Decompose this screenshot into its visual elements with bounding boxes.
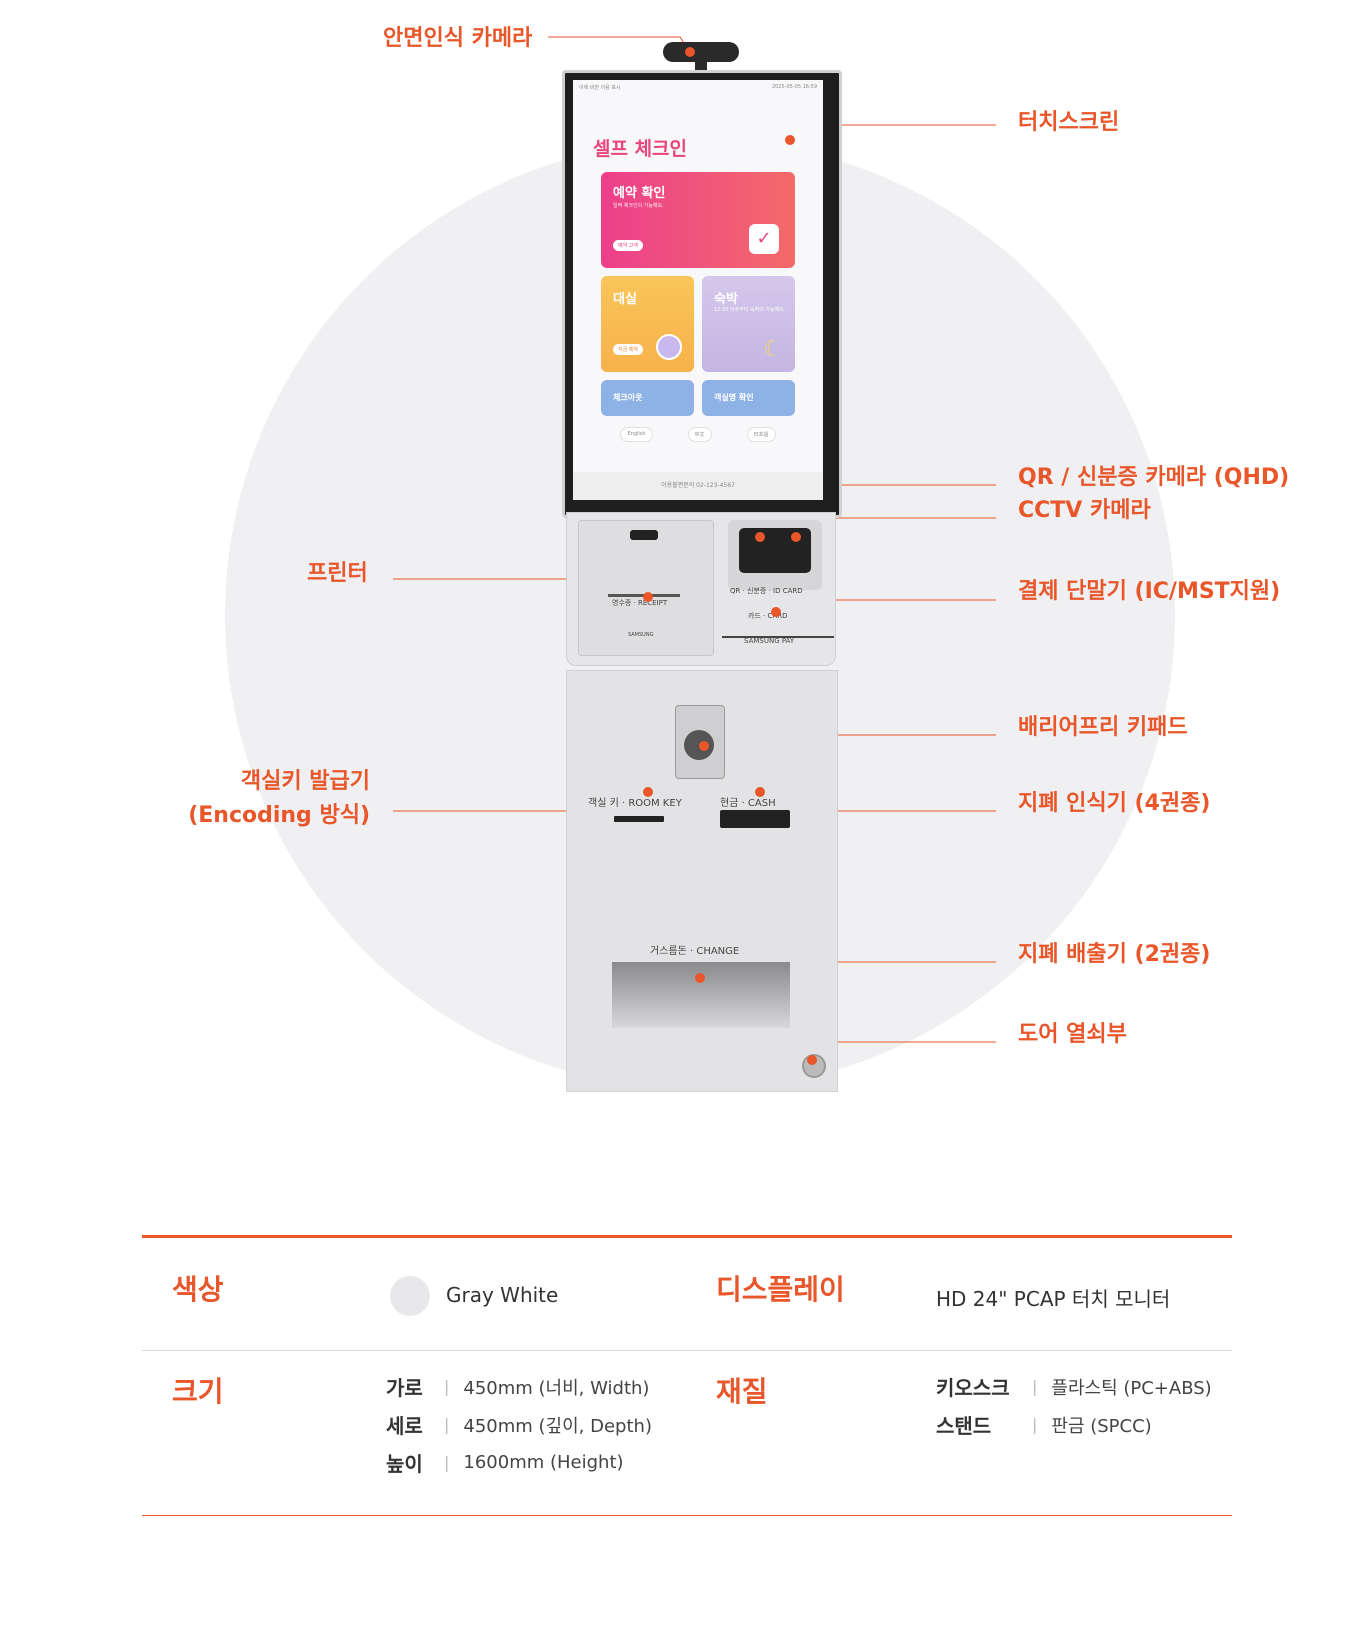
size-value-depth: 450mm (깊이, Depth) [463,1415,652,1437]
spec-color-value: Gray White [446,1283,559,1307]
separator: | [444,1377,450,1396]
printer-logo [630,530,658,540]
receipt-label: 영수증 · RECEIPT [612,599,668,607]
reservation-title: 예약 확인 [613,186,666,201]
calendar-check-icon: ✓ [749,224,779,254]
reservation-card[interactable]: 예약 확인 일짝 체크인이 가능해요. 예약 고객 ✓ [601,172,795,268]
spec-material-row: 키오스크 | 플라스틱 (PC+ABS) [936,1372,1212,1401]
change-tray [612,962,790,1028]
size-key-width: 가로 [386,1376,423,1400]
spec-size-row: 세로 | 450mm (깊이, Depth) [386,1410,652,1439]
callout-qr-camera: QR / 신분증 카메라 (QHD) [1018,465,1290,490]
reservation-button[interactable]: 예약 고객 [613,240,643,251]
callout-printer: 프린터 [307,561,368,586]
change-label: 거스름돈 · CHANGE [650,946,740,957]
camera-mount [695,60,707,72]
material-key-stand: 스탠드 [936,1414,992,1438]
spec-size-label: 크기 [172,1375,224,1408]
dot-room-key [643,787,653,797]
lang-chinese[interactable]: 中文 [687,427,712,442]
size-key-depth: 세로 [386,1414,423,1438]
lang-english[interactable]: English [620,427,653,442]
screen-clock: 2025-05-05 16:59 [771,84,817,90]
face-camera [663,42,739,62]
spec-display-label: 디스플레이 [716,1273,845,1306]
cash-slot [720,810,790,828]
dot-cctv [791,532,801,542]
callout-bill-acceptor: 지폐 인식기 (4권종) [1018,791,1211,816]
room-key-label: 객실 키 · ROOM KEY [588,798,682,809]
dot-printer [643,592,653,602]
checkout-label: 체크아웃 [613,393,643,402]
rental-button[interactable]: 지금 예약 [613,344,643,355]
separator: | [1032,1377,1038,1396]
screen-status-left: 이에 비한 이용 표시 [579,85,621,91]
material-key-kiosk: 키오스크 [936,1376,1010,1400]
screen-title: 셀프 체크인 [593,138,688,160]
payment-divider [722,636,834,638]
spec-color-label: 색상 [172,1273,224,1306]
samsung-pay-label: SAMSUNG PAY [744,637,795,645]
touchscreen: 이에 비한 이용 표시 2025-05-05 16:59 셀프 체크인 예약 확… [573,80,823,500]
stay-sub: 12:30 이후부터 숙박이 가능해요. [714,307,786,313]
reservation-sub: 일짝 체크인이 가능해요. [613,203,664,209]
spec-size-row: 가로 | 450mm (너비, Width) [386,1372,649,1401]
timer-icon [656,334,682,360]
spec-material-row: 스탠드 | 판금 (SPCC) [936,1410,1152,1439]
room-check-label: 객실명 확인 [714,393,754,402]
callout-bill-dispenser: 지폐 배출기 (2권종) [1018,942,1211,967]
callout-touchscreen: 터치스크린 [1018,110,1120,135]
separator: | [444,1453,450,1472]
callout-keypad: 배리어프리 키패드 [1018,715,1188,740]
dot-face-camera [685,47,695,57]
callout-room-key-line2: (Encoding 방식) [188,803,370,828]
dot-payment [771,607,781,617]
size-value-height: 1600mm (Height) [463,1452,624,1473]
material-value-stand: 판금 (SPCC) [1051,1415,1152,1437]
callout-payment: 결제 단말기 (IC/MST지원) [1018,579,1281,604]
dot-bill-dispenser [695,973,705,983]
moon-icon: ☾ [763,337,783,362]
room-check-button[interactable]: 객실명 확인 [702,380,795,416]
specs-top-rule [142,1235,1232,1238]
callout-room-key: 객실키 발급기 (Encoding 방식) [150,765,370,833]
spec-size-row: 높이 | 1600mm (Height) [386,1448,624,1477]
callout-door-lock: 도어 열쇠부 [1018,1022,1127,1047]
specs-middle-rule [142,1350,1232,1351]
separator: | [1032,1415,1038,1434]
stay-title: 숙박 [714,292,738,307]
lang-japanese[interactable]: 日本語 [746,427,776,442]
stay-card[interactable]: 숙박 12:30 이후부터 숙박이 가능해요. ☾ [702,276,795,372]
separator: | [444,1415,450,1434]
specs-bottom-rule [142,1515,1232,1516]
callout-cctv: CCTV 카메라 [1018,498,1151,523]
color-swatch [390,1276,430,1316]
screen-footer: 이용불편문의 02-123-4567 [573,472,823,500]
checkout-button[interactable]: 체크아웃 [601,380,694,416]
spec-display-value: HD 24" PCAP 터치 모니터 [936,1287,1171,1311]
dot-door-lock [807,1055,817,1065]
size-key-height: 높이 [386,1452,423,1476]
printer-brand: SAMSUNG [628,632,654,638]
cash-label: 현금 · CASH [720,798,776,809]
dot-qr-camera [755,532,765,542]
rental-title: 대실 [613,292,637,307]
callout-face-camera: 안면인식 카메라 [383,26,533,51]
material-value-kiosk: 플라스틱 (PC+ABS) [1051,1377,1212,1399]
qr-label: QR · 신분증 · ID CARD [730,587,803,595]
dot-keypad [699,741,709,751]
size-value-width: 450mm (너비, Width) [463,1377,650,1399]
room-key-slot [614,816,664,822]
dot-touchscreen [785,135,795,145]
language-selector: English 中文 日本語 [603,427,793,442]
printer-panel [578,520,714,656]
rental-card[interactable]: 대실 지금 예약 [601,276,694,372]
card-label: 카드 · CARD [748,612,788,620]
callout-room-key-line1: 객실키 발급기 [240,769,370,794]
dot-bill-acceptor [755,787,765,797]
spec-material-label: 재질 [716,1375,768,1408]
